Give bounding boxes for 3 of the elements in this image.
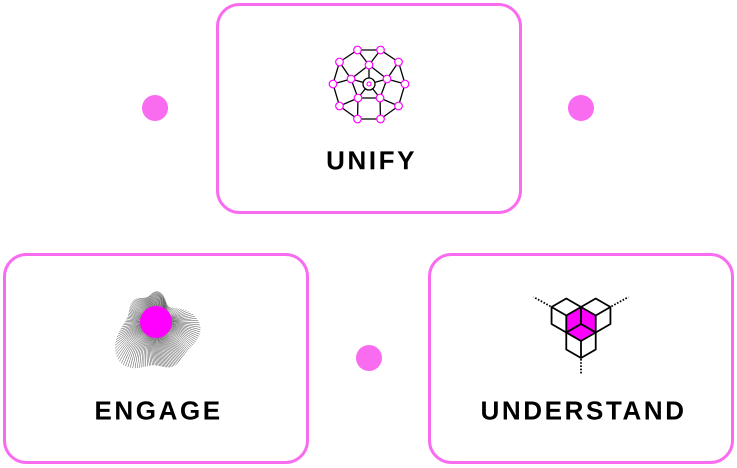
card: UNIFY (216, 3, 522, 214)
card: ENGAGE (3, 253, 309, 464)
card: UNDERSTAND (428, 253, 734, 464)
